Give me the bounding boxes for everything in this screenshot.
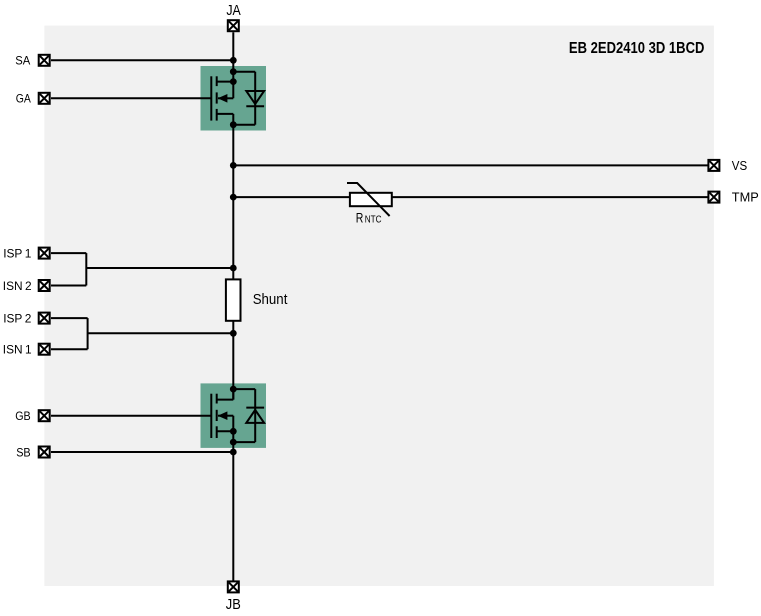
svg-text:ISN 1: ISN 1 (3, 343, 32, 357)
svg-text:ISP 2: ISP 2 (3, 312, 32, 326)
svg-text:ISP 1: ISP 1 (3, 247, 32, 261)
svg-text:JA: JA (226, 2, 240, 19)
svg-text:SA: SA (15, 54, 30, 68)
svg-text:ISN 2: ISN 2 (3, 279, 32, 293)
svg-text:GA: GA (16, 92, 31, 106)
svg-text:TMP: TMP (732, 190, 759, 205)
svg-text:VS: VS (732, 158, 748, 173)
svg-text:R: R (356, 209, 364, 225)
svg-text:GB: GB (15, 409, 31, 423)
svg-text:NTC: NTC (365, 214, 382, 225)
svg-text:EB 2ED2410 3D 1BCD: EB 2ED2410 3D 1BCD (569, 40, 705, 57)
svg-text:Shunt: Shunt (253, 292, 288, 308)
svg-text:SB: SB (16, 446, 31, 460)
svg-text:JB: JB (226, 596, 241, 613)
